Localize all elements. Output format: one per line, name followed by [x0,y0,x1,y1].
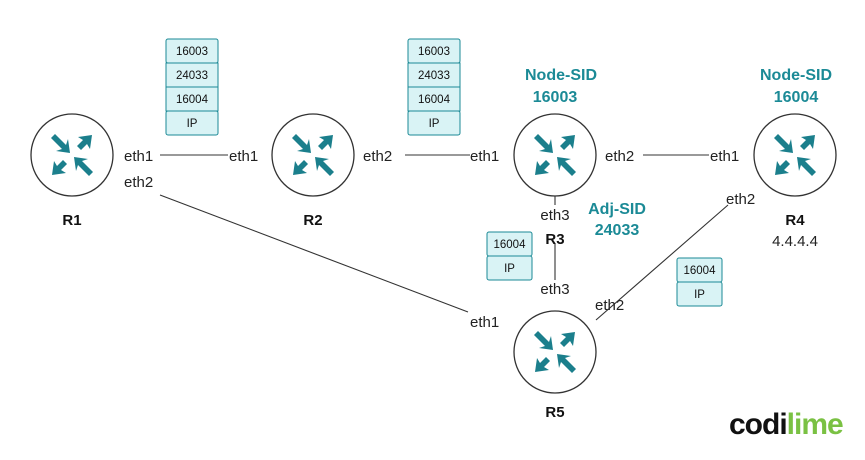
logo-part1: codi [729,408,787,441]
iface-r2-eth2: eth2 [363,148,392,165]
iface-r4-eth1: eth1 [710,148,739,165]
stack-label: 16004 [494,239,527,251]
stack-label: 16003 [418,46,450,58]
stack-label: 16004 [684,265,717,277]
codilime-logo: codilime [729,408,844,441]
stack-label: IP [504,263,515,275]
stack-cell [407,86,461,112]
r3-node-sid-value: 16003 [533,89,578,106]
stack-label: 16004 [176,94,209,106]
stack-cell [486,255,533,281]
iface-r4-eth2: eth2 [726,191,755,208]
r3-node-sid-title: Node-SID [525,67,597,84]
stack-cell [165,62,219,88]
link-r5-r4 [595,204,729,321]
router-name-r1: R1 [62,212,81,229]
stack-cell [165,86,219,112]
r3-adj-sid-value: 24033 [595,222,640,239]
r3-adj-sid-title: Adj-SID [588,201,646,218]
iface-r3-eth1: eth1 [470,148,499,165]
stack-cell [407,110,461,136]
stack-label: 16004 [418,94,451,106]
router-r3[interactable] [513,113,597,197]
link-r1-r5 [159,194,469,313]
iface-r3-eth3: eth3 [540,207,569,224]
r4-node-sid-value: 16004 [774,89,819,106]
stack-cell [165,110,219,136]
router-r1[interactable] [30,113,114,197]
stack-label: 24033 [176,70,208,82]
stack-label: 16003 [176,46,208,58]
iface-r5-eth1: eth1 [470,314,499,331]
router-name-r2: R2 [303,212,322,229]
r4-node-sid-title: Node-SID [760,67,832,84]
router-name-r4: R4 [785,212,805,229]
stack-label: IP [187,118,198,130]
stack-label: 24033 [418,70,450,82]
router-name-r3: R3 [545,231,564,248]
svg-text:codilime: codilime [729,408,843,441]
stack-label: IP [694,289,705,301]
iface-r5-eth3: eth3 [540,281,569,298]
stack-label: IP [429,118,440,130]
iface-r3-eth2: eth2 [605,148,634,165]
router-name-r5: R5 [545,404,564,421]
iface-r5-eth2: eth2 [595,297,624,314]
router-r4[interactable] [753,113,837,197]
logo-part2: lime [787,408,843,441]
iface-r1-eth2: eth2 [124,174,153,191]
router-r2[interactable] [271,113,355,197]
router-r5[interactable] [513,310,597,394]
router-address-r4: 4.4.4.4 [772,233,818,250]
stack-cell [676,281,723,307]
iface-r2-eth1: eth1 [229,148,258,165]
iface-r1-eth1: eth1 [124,148,153,165]
